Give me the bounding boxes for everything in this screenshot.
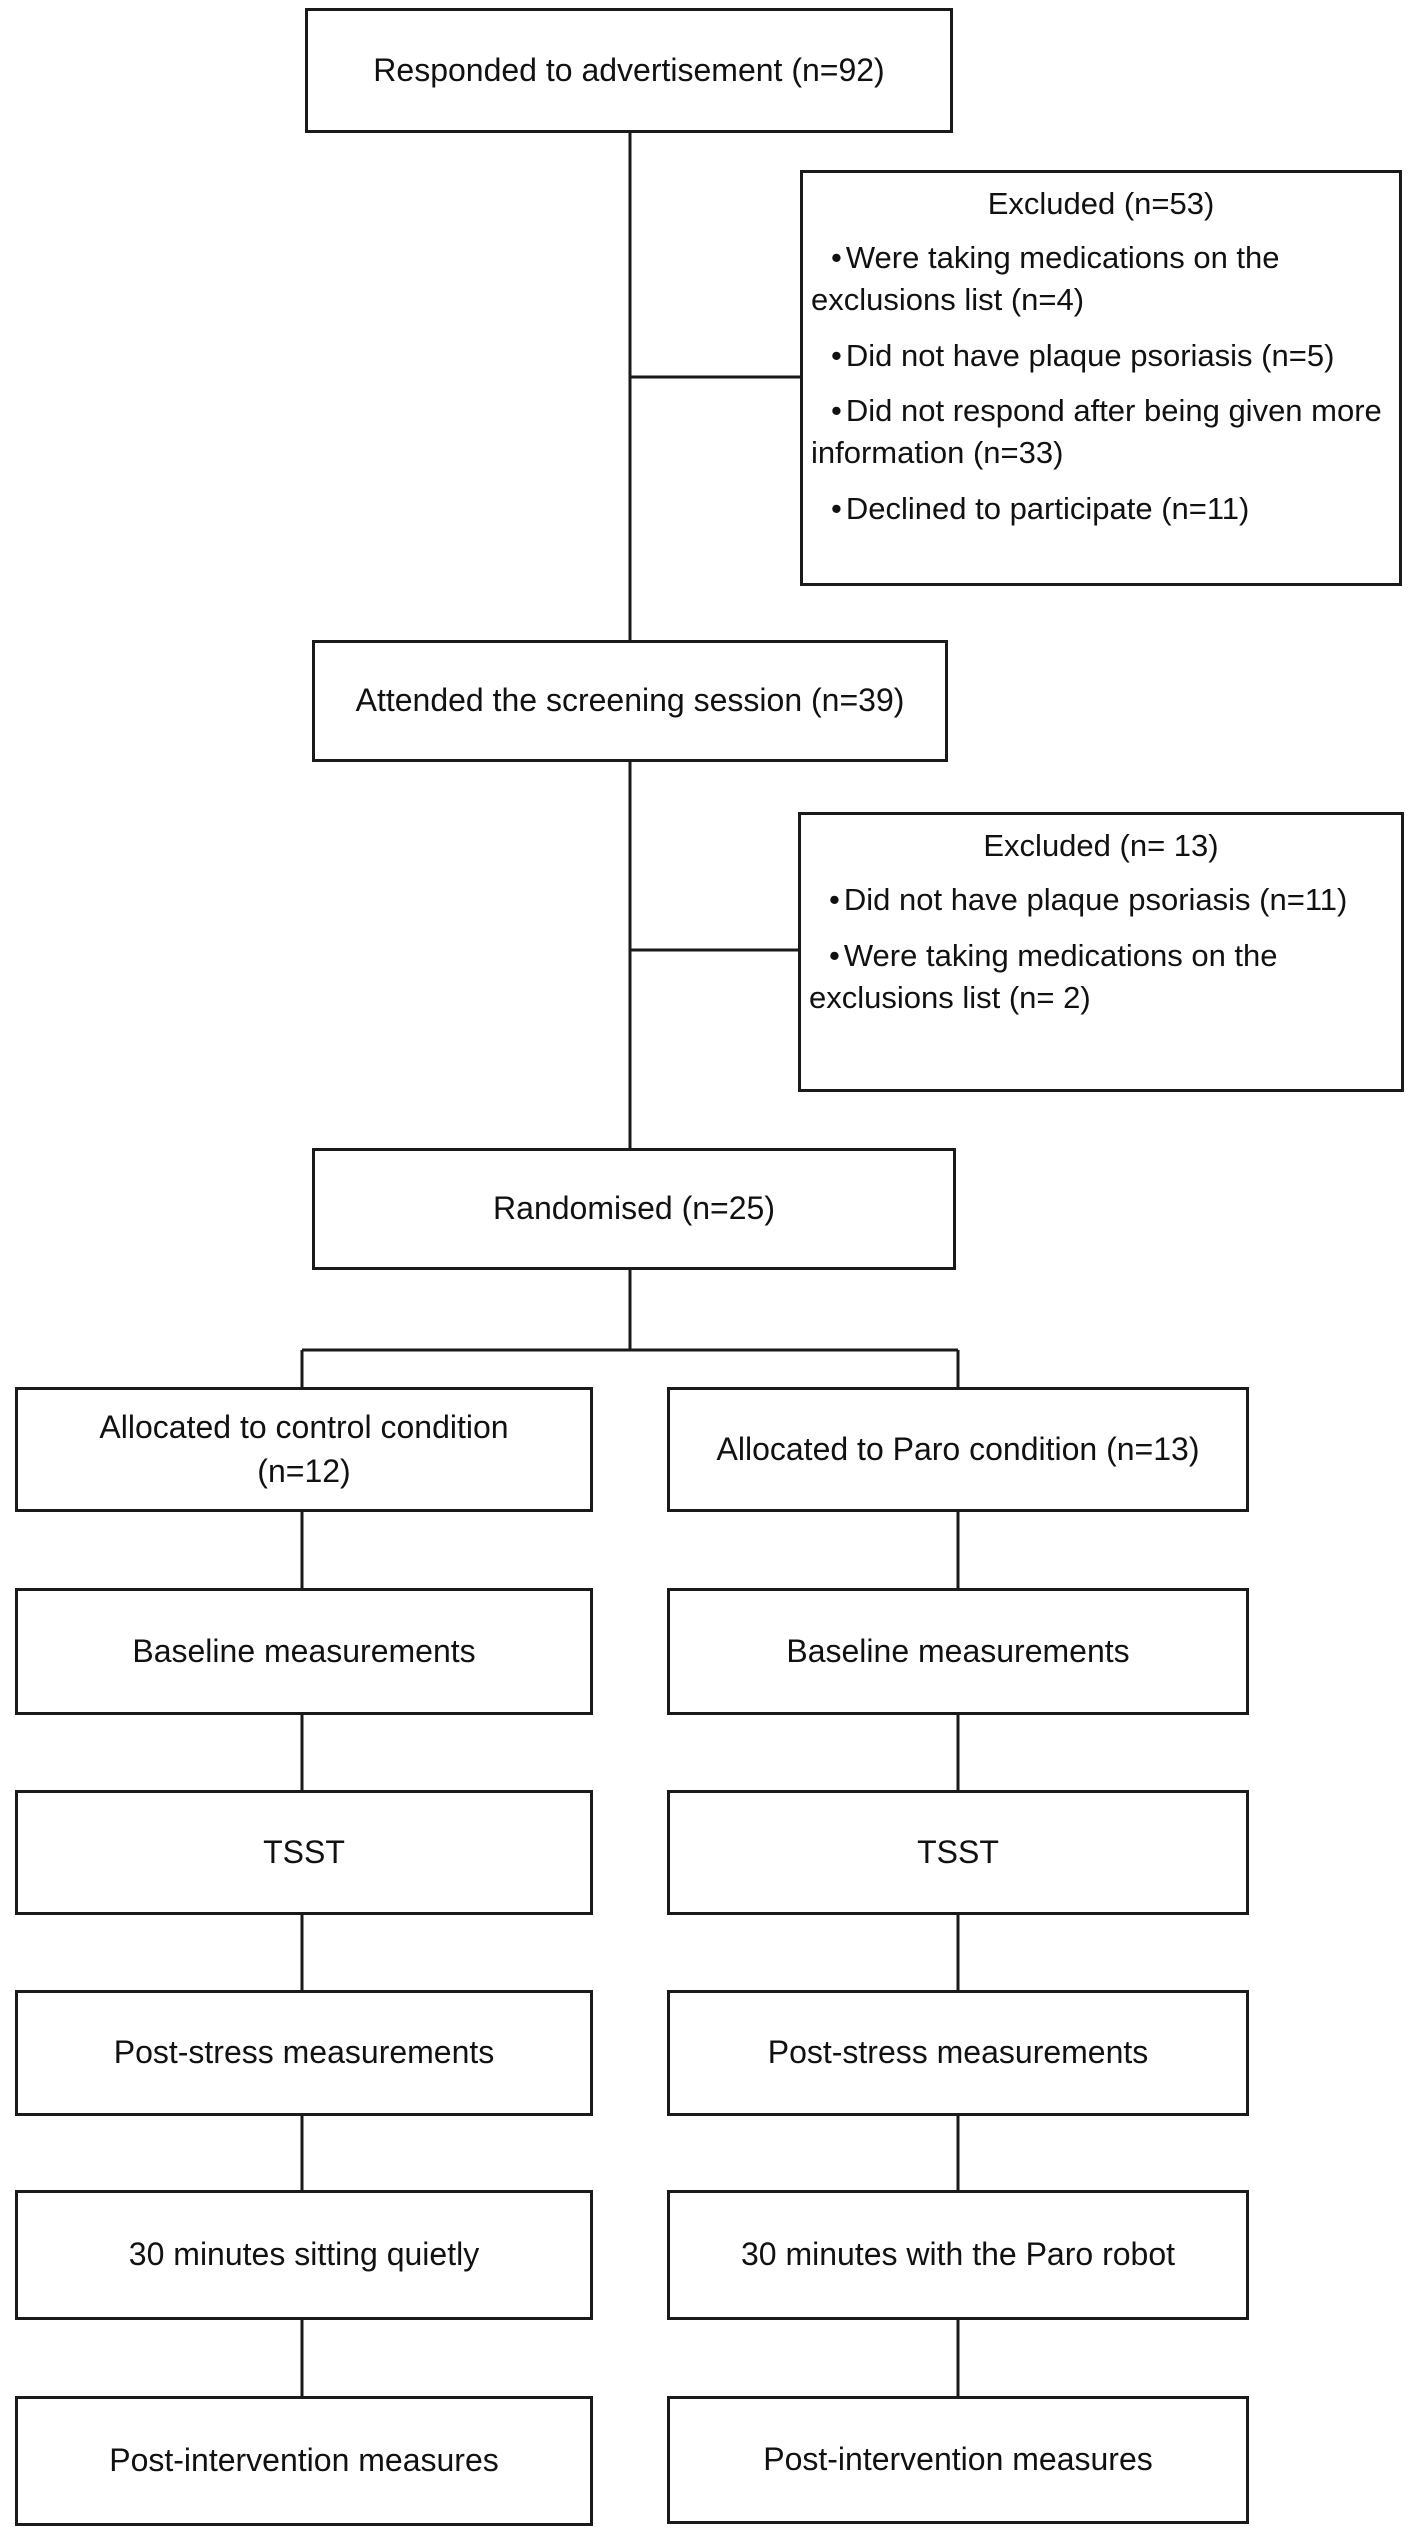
excluded-1-item-text: Did not have plaque psoriasis (n=5) (845, 337, 1335, 373)
excluded-2-item: •Were taking medications on the exclusio… (809, 935, 1393, 1019)
bullet-icon: • (831, 337, 842, 373)
control-tsst-box: TSST (15, 1790, 593, 1915)
control-intervention-box: 30 minutes sitting quietly (15, 2190, 593, 2320)
control-intervention-label: 30 minutes sitting quietly (128, 2236, 480, 2273)
paro-post-intervention-box: Post-intervention measures (667, 2396, 1249, 2524)
randomised-label: Randomised (n=25) (493, 1190, 775, 1227)
responded-label: Responded to advertisement (n=92) (373, 51, 885, 88)
bullet-icon: • (829, 881, 840, 917)
control-post-stress-box: Post-stress measurements (15, 1990, 593, 2116)
control-baseline-box: Baseline measurements (15, 1588, 593, 1715)
control-baseline-label: Baseline measurements (132, 1632, 476, 1669)
randomised-box: Randomised (n=25) (312, 1148, 956, 1270)
paro-tsst-box: TSST (667, 1790, 1249, 1915)
paro-intervention-label: 30 minutes with the Paro robot (740, 2236, 1175, 2273)
screening-label: Attended the screening session (n=39) (355, 682, 905, 719)
excluded-1-item: •Did not respond after being given more … (811, 390, 1391, 474)
control-post-stress-label: Post-stress measurements (113, 2034, 495, 2071)
control-post-intervention-box: Post-intervention measures (15, 2396, 593, 2526)
paro-allocated-label: Allocated to Paro condition (n=13) (716, 1430, 1200, 1467)
paro-post-stress-box: Post-stress measurements (667, 1990, 1249, 2116)
excluded-1-item: •Were taking medications on the exclusio… (811, 237, 1391, 321)
paro-post-stress-label: Post-stress measurements (767, 2034, 1149, 2071)
bullet-icon: • (831, 491, 842, 527)
excluded-1-title: Excluded (n=53) (987, 186, 1215, 221)
paro-tsst-label: TSST (917, 1833, 999, 1870)
control-allocated-line2: (n=12) (257, 1452, 351, 1489)
paro-baseline-box: Baseline measurements (667, 1588, 1249, 1715)
paro-post-intervention-label: Post-intervention measures (763, 2441, 1153, 2478)
bullet-icon: • (831, 239, 842, 275)
excluded-2-item: •Did not have plaque psoriasis (n=11) (809, 879, 1393, 921)
excluded-1-item: •Did not have plaque psoriasis (n=5) (811, 335, 1391, 377)
excluded-box-2: Excluded (n= 13) •Did not have plaque ps… (798, 812, 1404, 1092)
excluded-box-1: Excluded (n=53) •Were taking medications… (800, 170, 1402, 586)
paro-baseline-label: Baseline measurements (786, 1632, 1130, 1669)
control-allocated-box: Allocated to control condition (n=12) (15, 1387, 593, 1512)
bullet-icon: • (829, 937, 840, 973)
excluded-2-item-text: Did not have plaque psoriasis (n=11) (843, 881, 1348, 917)
bullet-icon: • (831, 393, 842, 429)
responded-box: Responded to advertisement (n=92) (305, 8, 953, 133)
control-post-intervention-label: Post-intervention measures (109, 2442, 499, 2479)
excluded-1-item-text: Declined to participate (n=11) (845, 491, 1250, 527)
control-allocated-line1: Allocated to control condition (99, 1409, 509, 1446)
excluded-1-item-text: Did not respond after being given more i… (811, 393, 1382, 471)
control-tsst-label: TSST (263, 1833, 345, 1870)
paro-intervention-box: 30 minutes with the Paro robot (667, 2190, 1249, 2320)
excluded-2-item-text: Were taking medications on the exclusion… (809, 937, 1278, 1015)
screening-box: Attended the screening session (n=39) (312, 640, 948, 762)
excluded-1-item: •Declined to participate (n=11) (811, 488, 1391, 530)
excluded-2-title: Excluded (n= 13) (983, 828, 1219, 863)
paro-allocated-box: Allocated to Paro condition (n=13) (667, 1387, 1249, 1512)
excluded-1-item-text: Were taking medications on the exclusion… (811, 239, 1280, 317)
